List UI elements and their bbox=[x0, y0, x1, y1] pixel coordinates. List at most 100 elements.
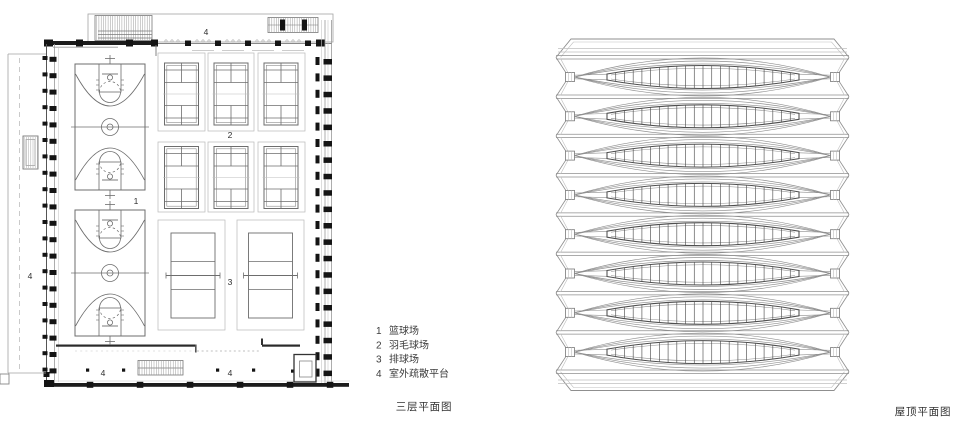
plan-line bbox=[835, 315, 845, 332]
lift-box-inner bbox=[25, 139, 36, 166]
wall-block bbox=[42, 154, 48, 159]
pinch-box bbox=[565, 229, 575, 240]
plan-line bbox=[560, 157, 570, 175]
three-point-arc bbox=[75, 73, 145, 107]
wall-block bbox=[42, 187, 48, 192]
edge-diagonal bbox=[555, 80, 567, 97]
wall-block bbox=[323, 370, 332, 377]
edge-diagonal bbox=[838, 238, 850, 255]
top-platform bbox=[87, 13, 334, 43]
wall-block bbox=[323, 75, 332, 81]
wall-block bbox=[42, 318, 48, 323]
roof-cap bbox=[555, 371, 850, 391]
edge-diagonal bbox=[838, 96, 850, 113]
plan-line bbox=[835, 236, 845, 253]
plan-circle bbox=[106, 123, 114, 131]
plan-line bbox=[798, 117, 831, 120]
platform-step bbox=[0, 373, 10, 385]
legend-item-2-number: 2 bbox=[376, 340, 382, 351]
edge-diagonal bbox=[555, 57, 567, 74]
column-dot bbox=[216, 368, 220, 372]
wall-block bbox=[42, 121, 48, 126]
plan-circle bbox=[101, 264, 119, 282]
wall-block bbox=[44, 39, 53, 47]
edge-diagonal bbox=[838, 316, 850, 333]
wall-block bbox=[49, 89, 57, 95]
plan-line bbox=[798, 275, 831, 277]
wall-block bbox=[315, 57, 320, 65]
wall-block bbox=[302, 19, 307, 31]
wall-block bbox=[49, 56, 57, 62]
wall-block bbox=[126, 39, 133, 47]
legend-item-4-label: 室外疏散平台 bbox=[389, 367, 449, 380]
wall-block bbox=[44, 380, 54, 387]
plan-circle bbox=[101, 118, 119, 136]
door-stub bbox=[195, 344, 197, 353]
wall-block bbox=[215, 40, 221, 46]
plan-line bbox=[574, 157, 608, 159]
plan-line bbox=[835, 79, 845, 96]
edge-diagonal bbox=[555, 198, 567, 215]
wall-block bbox=[42, 56, 48, 60]
edge-diagonal bbox=[838, 292, 850, 309]
mark-basketball: 1 bbox=[134, 196, 139, 206]
edge-diagonal bbox=[555, 292, 567, 309]
plan-line bbox=[798, 309, 831, 312]
wall-block bbox=[86, 381, 94, 388]
rim bbox=[107, 220, 114, 227]
edge-diagonal bbox=[838, 277, 850, 294]
plan-line bbox=[574, 349, 608, 351]
plan-line bbox=[560, 236, 570, 253]
wall-block bbox=[323, 354, 332, 360]
volleyball-cell bbox=[236, 219, 305, 331]
wall-block bbox=[323, 206, 332, 213]
plan-line bbox=[798, 314, 831, 316]
key bbox=[98, 161, 122, 191]
plan-line bbox=[835, 215, 845, 232]
plan-line bbox=[798, 196, 831, 198]
edge-diagonal bbox=[838, 135, 850, 152]
stair bbox=[94, 15, 153, 41]
wall-block bbox=[49, 204, 57, 210]
plan-path bbox=[99, 307, 121, 319]
column-dot bbox=[291, 369, 295, 373]
mark-badminton: 2 bbox=[228, 130, 233, 140]
door-symbol bbox=[201, 39, 205, 43]
wall-block bbox=[49, 237, 57, 243]
plan-line bbox=[798, 73, 831, 76]
plan-line bbox=[574, 270, 608, 272]
plan-path bbox=[99, 91, 121, 103]
plan-line bbox=[574, 152, 608, 155]
door-stub bbox=[261, 338, 263, 345]
edge-diagonal bbox=[555, 238, 567, 255]
plan-line bbox=[560, 79, 570, 96]
plan-line bbox=[574, 231, 608, 233]
door-symbol bbox=[164, 39, 168, 43]
edge-diagonal bbox=[555, 332, 567, 349]
edge-diagonal bbox=[555, 214, 567, 231]
plan-line bbox=[835, 254, 845, 272]
edge-diagonal bbox=[838, 159, 850, 176]
plan-path bbox=[99, 237, 121, 249]
rim bbox=[107, 319, 114, 326]
pinch-box bbox=[830, 307, 840, 318]
rim bbox=[107, 173, 114, 180]
wall-block bbox=[316, 39, 325, 47]
edge-diagonal bbox=[838, 175, 850, 191]
wall-block bbox=[49, 319, 57, 325]
door-symbol bbox=[231, 39, 235, 43]
plan-line bbox=[798, 113, 831, 115]
wall-block bbox=[42, 334, 48, 339]
door-symbol bbox=[291, 39, 295, 43]
wall-block bbox=[49, 253, 57, 259]
wall-bar bbox=[53, 41, 157, 45]
wall-block bbox=[323, 223, 332, 229]
wall-block bbox=[49, 73, 57, 79]
edge-diagonal bbox=[555, 277, 567, 294]
plan-line bbox=[798, 78, 831, 81]
door-symbol bbox=[255, 39, 259, 43]
pinch-box bbox=[565, 189, 575, 200]
wall-block bbox=[42, 351, 48, 356]
badminton-cell bbox=[207, 52, 255, 132]
